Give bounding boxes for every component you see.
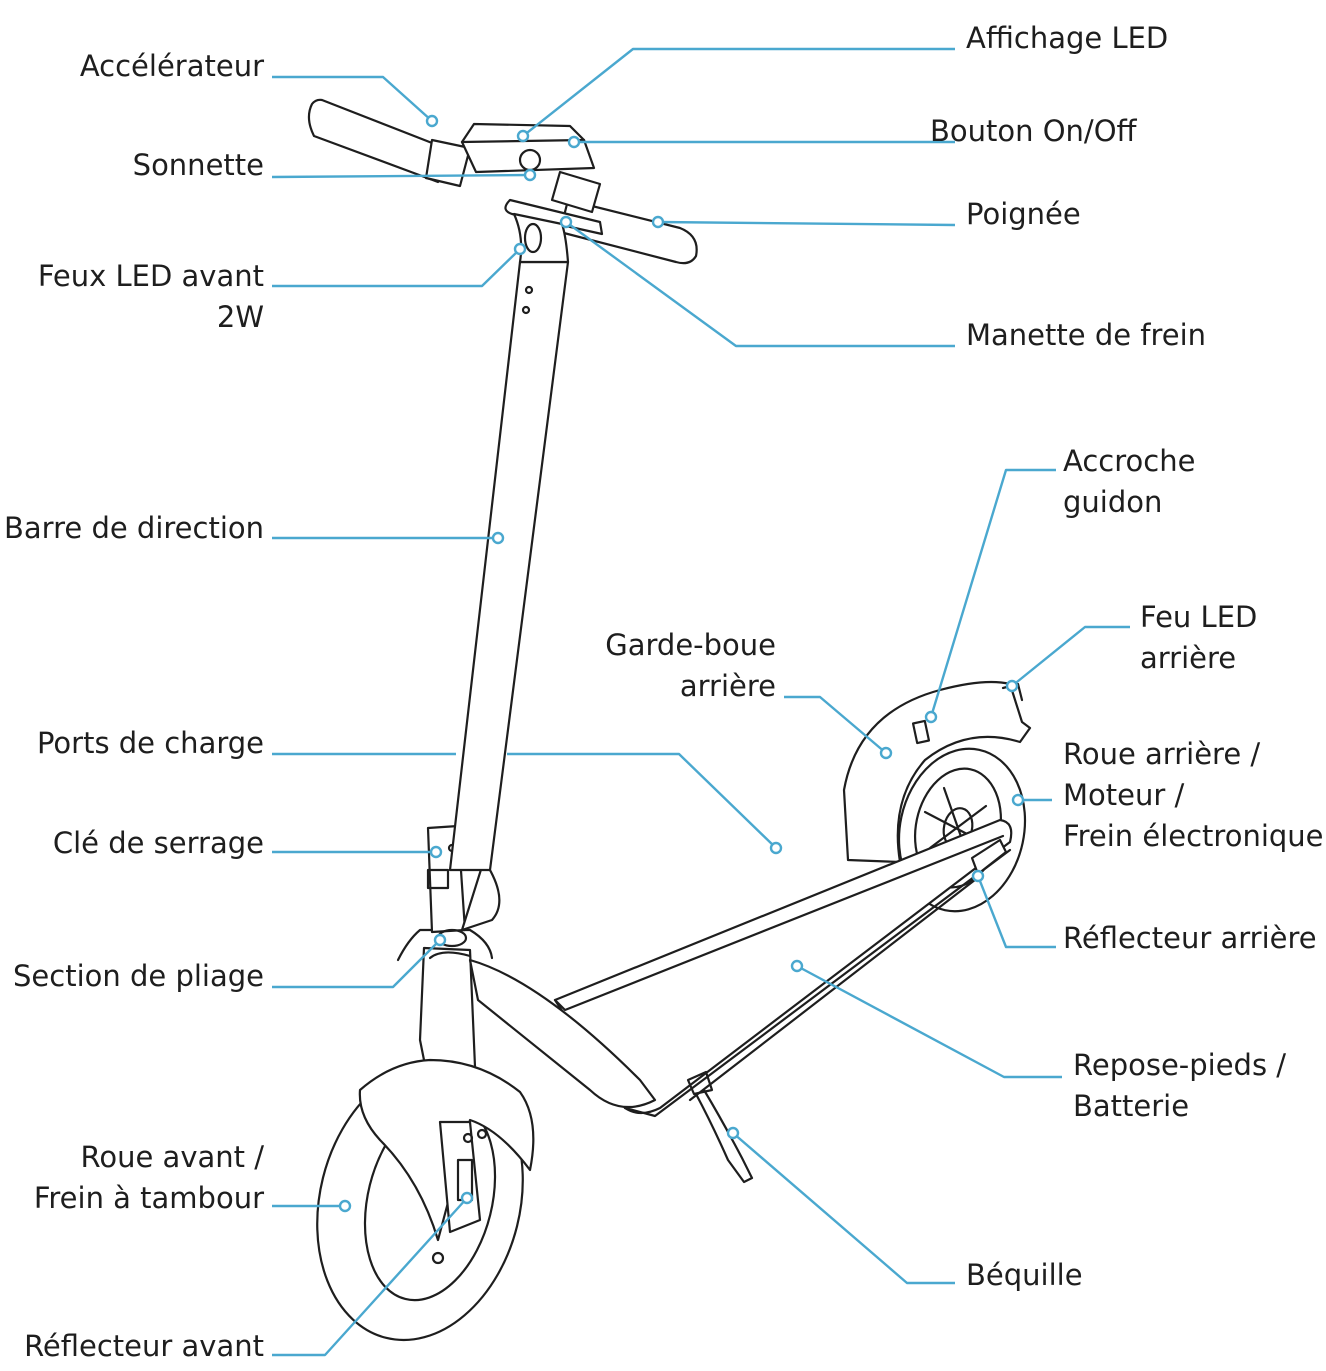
leader-section-de-pliage [272,939,441,989]
label-reflecteur-avant: Réflecteur avant [24,1329,264,1363]
label-affichage-led: Affichage LED [966,21,1169,55]
label-garde-boue-arriere: Garde-boue arrière [605,628,776,703]
leader-ports-de-charge-b [507,752,777,849]
leader-repose-pieds [796,964,1062,1079]
label-ports-de-charge: Ports de charge [36,726,264,760]
leader-reflecteur-arriere [976,875,1056,949]
leader-sonnette [271,173,531,179]
label-bouton-on-off: Bouton On/Off [930,114,1137,148]
label-barre-de-direction: Barre de direction [4,511,264,545]
stem [448,260,570,872]
label-bequille: Béquille [966,1258,1083,1292]
leader-accroche-guidon [929,468,1056,718]
label-roue-avant: Roue avant / Frein à tambour [33,1140,264,1215]
label-section-de-pliage: Section de pliage [13,959,264,993]
deck [553,818,1013,1118]
leader-poignee [657,220,956,227]
label-sonnette: Sonnette [132,148,264,182]
label-feu-led-arriere: Feu LED arrière [1140,600,1258,675]
leader-manette-de-frein [565,221,955,348]
kickstand [686,1070,754,1184]
label-roue-arriere: Roue arrière / Moteur / Frein électroniq… [1063,737,1324,853]
scooter-drawing [307,98,1032,1342]
leader-accelerateur [272,75,433,122]
label-manette-de-frein: Manette de frein [966,318,1207,352]
label-cle-de-serrage: Clé de serrage [52,826,264,860]
label-feux-led-avant: Feux LED avant 2W [37,259,264,334]
front-wheel [316,1058,535,1342]
leader-feu-led-arriere [1011,625,1130,687]
leader-feux-led-avant [272,248,521,288]
rear-fender [842,680,1032,864]
label-accroche-guidon: Accroche guidon [1063,444,1196,519]
handlebar [307,98,698,265]
label-poignee: Poignée [966,197,1081,231]
leader-reflecteur-avant [272,1197,468,1357]
label-repose-pieds: Repose-pieds / Batterie [1073,1048,1287,1123]
leader-garde-boue [784,695,887,754]
leader-affichage-led [522,47,955,137]
label-accelerateur: Accélérateur [79,49,264,83]
leader-lines [271,47,1130,1357]
leader-bequille [732,1132,955,1285]
label-reflecteur-arriere: Réflecteur arrière [1063,921,1317,955]
